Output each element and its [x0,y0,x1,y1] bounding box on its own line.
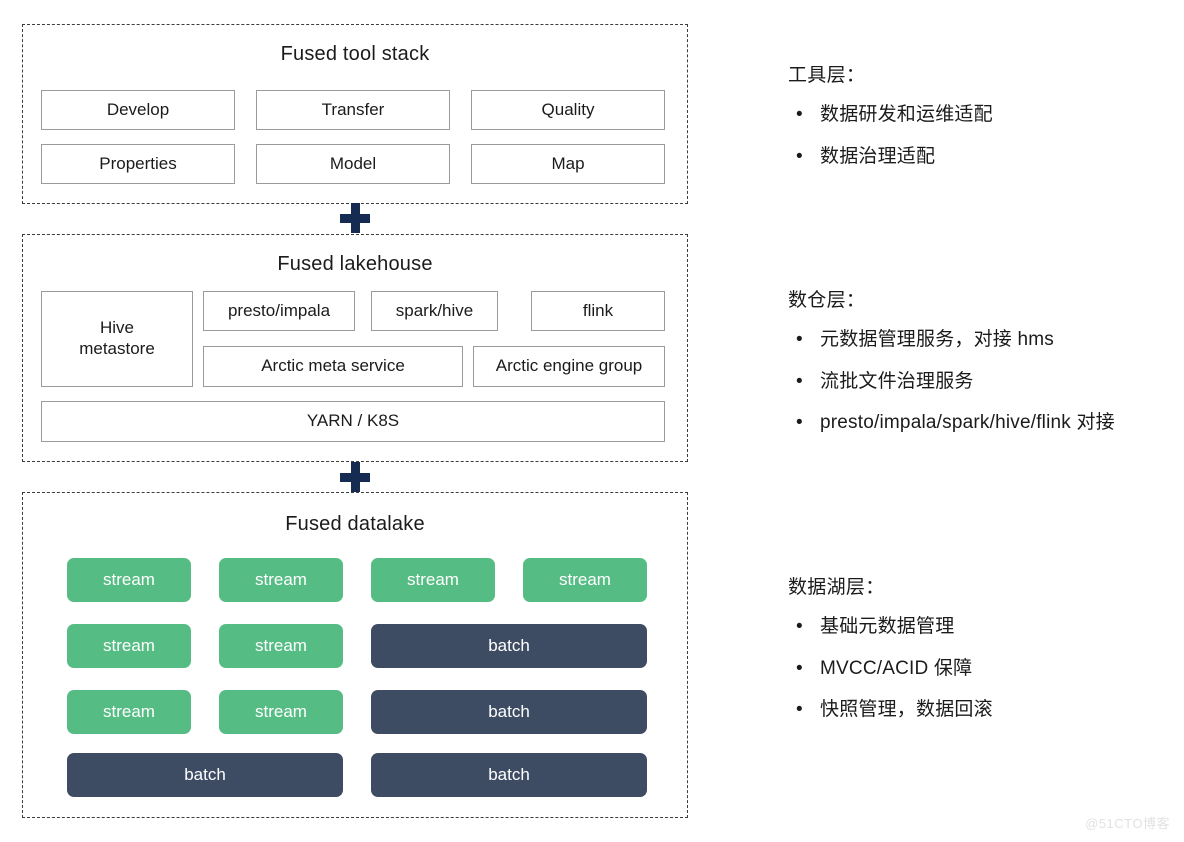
note-list-datalake-layer: • 基础元数据管理 • MVCC/ACID 保障 • 快照管理，数据回滚 [788,613,1180,724]
architecture-diagram: Fused tool stack Develop Transfer Qualit… [22,24,688,818]
bullet-icon: • [796,699,803,721]
bullet-icon: • [796,145,803,167]
lakehouse-cell-presto-impala[interactable]: presto/impala [203,291,355,331]
layer-title-datalake: Fused datalake [285,513,425,535]
lakehouse-cell-arctic-engine-group[interactable]: Arctic engine group [473,346,665,387]
note-item: • 快照管理，数据回滚 [788,696,1180,724]
note-list-warehouse-layer: • 元数据管理服务，对接 hms • 流批文件治理服务 • presto/imp… [788,326,1180,437]
plus-icon-bar-vertical [350,203,360,233]
datalake-pill-stream[interactable]: stream [219,624,343,668]
datalake-pill-stream[interactable]: stream [523,558,647,602]
tool-cell-model[interactable]: Model [256,144,450,184]
layer-title-tools: Fused tool stack [280,43,430,65]
layer-fused-lakehouse: Fused lakehouse Hive metastore presto/im… [22,234,688,462]
note-block-tool-layer: 工具层： • 数据研发和运维适配 • 数据治理适配 [788,60,1180,184]
lakehouse-cell-hive-metastore[interactable]: Hive metastore [41,291,193,387]
note-item-text: 快照管理，数据回滚 [820,699,993,721]
layer-fused-datalake: Fused datalake stream stream stream stre… [22,492,688,818]
watermark: @51CTO博客 [1085,816,1170,831]
lakehouse-cell-spark-hive[interactable]: spark/hive [371,291,498,331]
note-item: • 数据治理适配 [788,143,1180,171]
note-block-datalake-layer: 数据湖层： • 基础元数据管理 • MVCC/ACID 保障 • 快照管理，数据… [788,572,1180,738]
note-item: • 基础元数据管理 [788,613,1180,641]
note-heading-warehouse-layer: 数仓层： [788,290,866,311]
tool-cell-transfer[interactable]: Transfer [256,90,450,130]
lakehouse-cell-yarn-k8s[interactable]: YARN / K8S [41,401,665,442]
note-heading-datalake-layer: 数据湖层： [788,577,885,598]
datalake-pill-batch[interactable]: batch [371,753,647,797]
datalake-pill-batch[interactable]: batch [371,690,647,734]
tool-cell-quality[interactable]: Quality [471,90,665,130]
datalake-pill-stream[interactable]: stream [67,690,191,734]
datalake-pill-stream[interactable]: stream [67,624,191,668]
tool-cell-develop[interactable]: Develop [41,90,235,130]
layer-title-lakehouse: Fused lakehouse [277,253,433,275]
plus-icon [340,462,370,492]
bullet-icon: • [796,329,803,350]
datalake-pill-stream[interactable]: stream [67,558,191,602]
tool-cell-map[interactable]: Map [471,144,665,184]
layer-fused-tool-stack: Fused tool stack Develop Transfer Qualit… [22,24,688,204]
datalake-pill-stream[interactable]: stream [219,558,343,602]
datalake-pill-stream[interactable]: stream [219,690,343,734]
note-item: • MVCC/ACID 保障 [788,655,1180,683]
note-item-text: presto/impala/spark/hive/flink 对接 [820,412,1115,434]
note-list-tool-layer: • 数据研发和运维适配 • 数据治理适配 [788,101,1180,170]
note-item: • 元数据管理服务，对接 hms [788,326,1180,354]
note-heading-tool-layer: 工具层： [788,65,866,86]
bullet-icon: • [796,412,803,434]
tool-cell-properties[interactable]: Properties [41,144,235,184]
note-item: • presto/impala/spark/hive/flink 对接 [788,409,1180,437]
bullet-icon: • [796,657,803,679]
note-block-warehouse-layer: 数仓层： • 元数据管理服务，对接 hms • 流批文件治理服务 • prest… [788,285,1180,451]
lakehouse-cell-flink[interactable]: flink [531,291,665,331]
plus-icon-bar-vertical [350,462,360,492]
note-item-text: 元数据管理服务，对接 hms [820,329,1054,350]
plus-icon [340,203,370,233]
note-item-text: 数据治理适配 [820,145,936,167]
note-item: • 数据研发和运维适配 [788,101,1180,129]
datalake-pill-stream[interactable]: stream [371,558,495,602]
datalake-pill-batch[interactable]: batch [67,753,343,797]
bullet-icon: • [796,370,803,392]
note-item-text: 流批文件治理服务 [820,370,974,392]
bullet-icon: • [796,616,803,637]
datalake-pill-batch[interactable]: batch [371,624,647,668]
bullet-icon: • [796,104,803,125]
note-item-text: MVCC/ACID 保障 [820,657,973,679]
note-item-text: 基础元数据管理 [820,616,955,637]
note-item: • 流批文件治理服务 [788,368,1180,396]
note-item-text: 数据研发和运维适配 [820,104,993,125]
lakehouse-cell-arctic-meta-service[interactable]: Arctic meta service [203,346,463,387]
